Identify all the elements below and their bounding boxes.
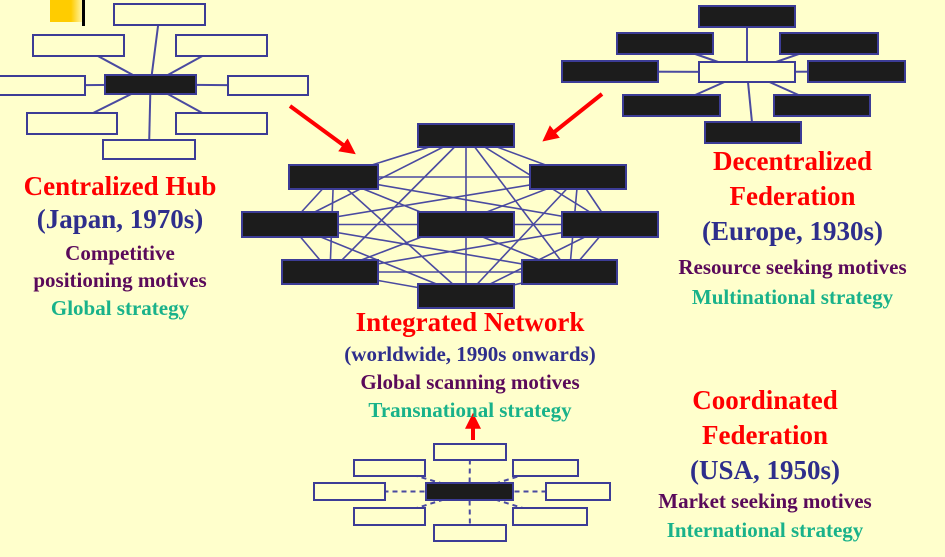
org-unit-box (779, 32, 879, 55)
decentralized-federation-motive: Resource seeking motives (678, 255, 907, 279)
org-unit-box (433, 524, 507, 542)
org-unit-box (698, 5, 796, 28)
centralized-hub-strategy: Global strategy (50, 296, 190, 320)
coordinated-federation-title-line1: Coordinated (692, 385, 838, 415)
org-unit-box (561, 60, 659, 83)
centralized-hub-region: (Japan, 1970s) (36, 204, 204, 234)
coordinated-federation-motive: Market seeking motives (658, 489, 872, 513)
headquarters-box (425, 482, 514, 501)
integrated-network-region: (worldwide, 1990s onwards) (344, 342, 596, 366)
decentralized-federation-title-line1: Decentralized (713, 146, 872, 176)
slide-bullet-decoration (50, 0, 85, 22)
network-node-box (561, 211, 659, 238)
centralized-hub-title: Centralized Hub (23, 171, 217, 201)
org-unit-box (773, 94, 871, 117)
org-unit-box (26, 112, 118, 135)
centralized-hub-diagram (0, 3, 309, 160)
org-unit-box (353, 459, 426, 477)
org-unit-box (512, 459, 579, 477)
network-node-box (281, 259, 379, 285)
network-node-box (241, 211, 339, 238)
org-unit-box (102, 139, 196, 160)
org-unit-box (433, 443, 507, 461)
network-node-box (288, 164, 379, 190)
org-unit-box (227, 75, 309, 96)
network-node-box (529, 164, 627, 190)
network-node-box (417, 211, 515, 238)
decentralized-federation-diagram (561, 5, 906, 144)
org-unit-box (622, 94, 721, 117)
decentralized-federation-region: (Europe, 1930s) (701, 216, 883, 246)
org-unit-box (113, 3, 206, 26)
org-unit-box (313, 482, 386, 501)
org-unit-box (545, 482, 611, 501)
integrated-network-motive: Global scanning motives (360, 370, 580, 394)
centralized-hub-motive-line1: Competitive (65, 241, 175, 265)
red-arrow-icon (542, 92, 604, 142)
network-node-box (521, 259, 618, 285)
org-unit-box (32, 34, 125, 57)
integrated-network-strategy: Transnational strategy (368, 398, 572, 422)
coordinated-federation-title-line2: Federation (702, 420, 828, 450)
org-unit-box (175, 112, 268, 135)
red-arrow-icon (288, 104, 356, 155)
org-unit-box (616, 32, 714, 55)
integrated-network-diagram (241, 123, 659, 309)
coordinated-federation-strategy: International strategy (666, 518, 864, 542)
integrated-network-title: Integrated Network (355, 307, 585, 337)
decentralized-federation-title-line2: Federation (729, 181, 856, 211)
org-unit-box (175, 34, 268, 57)
slide-bullet-bar (82, 0, 85, 26)
org-unit-box (0, 75, 86, 96)
network-node-box (417, 283, 515, 309)
org-unit-box (807, 60, 906, 83)
network-node-box (417, 123, 515, 148)
transition-arrows (288, 92, 604, 440)
org-unit-box (704, 121, 802, 144)
coordinated-federation-region: (USA, 1950s) (689, 455, 840, 485)
org-unit-box (512, 507, 588, 526)
coordinated-federation-diagram (313, 443, 611, 542)
headquarters-box (698, 61, 796, 83)
centralized-hub-motive-line2: positioning motives (33, 268, 207, 292)
decentralized-federation-strategy: Multinational strategy (691, 285, 894, 309)
org-unit-box (353, 507, 426, 526)
headquarters-box (104, 74, 197, 95)
